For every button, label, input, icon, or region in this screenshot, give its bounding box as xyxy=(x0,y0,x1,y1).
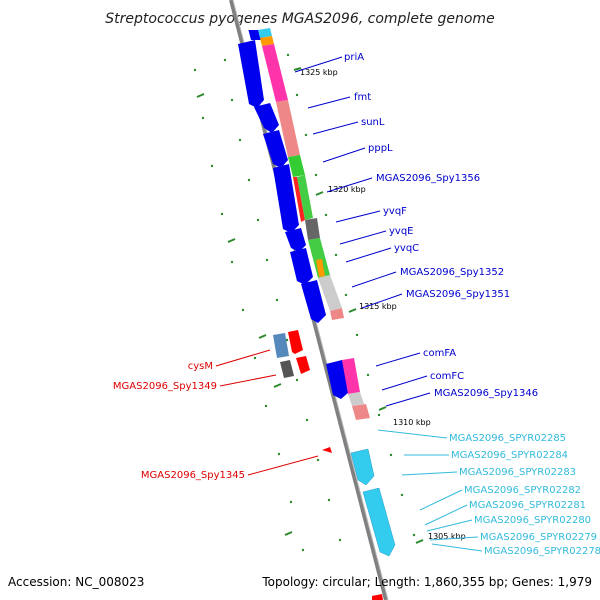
cds-feature xyxy=(326,360,349,399)
label-yvqE: yvqE xyxy=(389,226,414,237)
label-spyr02283: MGAS2096_SPYR02283 xyxy=(459,467,576,478)
label-yvqF: yvqF xyxy=(383,206,407,217)
kbp-label-1325: 1325 kbp xyxy=(300,68,338,77)
gene-color-track xyxy=(258,28,370,420)
reverse-feature xyxy=(280,360,294,378)
rna-feature xyxy=(350,448,375,486)
genome-summary-text: Topology: circular; Length: 1,860,355 bp… xyxy=(261,575,592,589)
label-sunL: sunL xyxy=(361,117,385,128)
forward-gene-labels xyxy=(294,56,431,407)
label-priA: priA xyxy=(344,52,364,63)
label-spyr02282: MGAS2096_SPYR02282 xyxy=(464,485,581,496)
label-comFC: comFC xyxy=(430,371,464,382)
label-spyr02284: MGAS2096_SPYR02284 xyxy=(451,450,568,461)
dotted-guide-rings xyxy=(193,53,416,552)
label-comFA: comFA xyxy=(423,348,456,359)
kbp-label-1320: 1320 kbp xyxy=(328,185,366,194)
kbp-label-1310: 1310 kbp xyxy=(393,418,431,427)
cds-feature xyxy=(263,130,288,168)
label-spy1356: MGAS2096_Spy1356 xyxy=(376,173,480,184)
reverse-feature xyxy=(372,594,383,600)
forward-cds-track xyxy=(238,30,349,399)
label-spyr02281: MGAS2096_SPYR02281 xyxy=(469,500,586,511)
label-cysM: cysM xyxy=(188,361,213,372)
rna-feature xyxy=(362,487,396,557)
label-spy1352: MGAS2096_Spy1352 xyxy=(400,267,504,278)
map-title: Streptococcus pyogenes MGAS2096, complet… xyxy=(105,11,494,27)
reverse-feature xyxy=(296,356,310,374)
cds-feature xyxy=(285,228,306,252)
accession-text: Accession: NC_008023 xyxy=(8,575,144,589)
reverse-gene-labels xyxy=(215,349,319,476)
rna-track xyxy=(350,448,396,557)
kbp-label-1315: 1315 kbp xyxy=(359,302,397,311)
reverse-strand-track xyxy=(273,330,383,600)
label-spy1351: MGAS2096_Spy1351 xyxy=(406,289,510,300)
kbp-label-1305: 1305 kbp xyxy=(428,532,466,541)
reverse-feature xyxy=(322,447,332,453)
rna-gene-labels xyxy=(377,429,483,552)
cds-feature xyxy=(273,164,299,233)
label-spy1345: MGAS2096_Spy1345 xyxy=(141,470,245,481)
cds-feature xyxy=(238,40,264,108)
label-yvqC: yvqC xyxy=(394,243,419,254)
label-pppL: pppL xyxy=(368,143,393,154)
label-spyr02279: MGAS2096_SPYR02279 xyxy=(480,532,597,543)
reverse-feature xyxy=(288,330,303,354)
label-spyr02280: MGAS2096_SPYR02280 xyxy=(474,515,591,526)
label-spy1346: MGAS2096_Spy1346 xyxy=(434,388,538,399)
tick-marks xyxy=(196,67,424,544)
cds-feature xyxy=(301,280,326,323)
label-spyr02278: MGAS2096_SPYR02278 xyxy=(484,546,600,557)
label-fmt: fmt xyxy=(354,92,371,103)
cds-feature xyxy=(290,248,313,285)
label-spyr02285: MGAS2096_SPYR02285 xyxy=(449,433,566,444)
label-spy1349: MGAS2096_Spy1349 xyxy=(113,381,217,392)
cds-feature xyxy=(254,103,279,133)
reverse-feature xyxy=(273,333,289,358)
